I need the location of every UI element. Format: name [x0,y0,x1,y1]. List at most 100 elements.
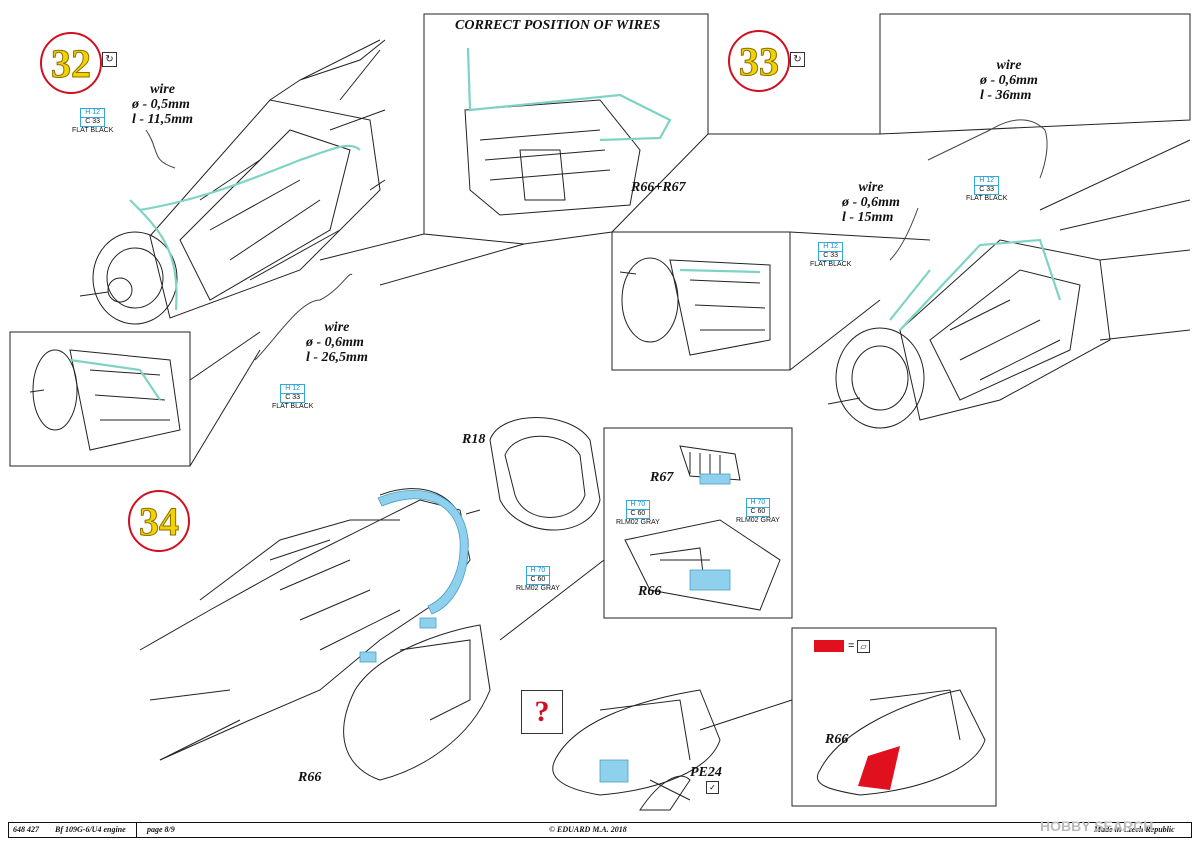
wire-title: wire [858,180,884,195]
paint-name: FLAT BLACK [72,127,114,134]
cowling-wire-drawing [464,99,641,216]
pe-cowl-outline [377,490,469,615]
decal-legend-equals: = [848,640,855,652]
footer-title: Bf 109G-6/U4 engine [55,825,126,834]
check-icon: ✓ [706,781,719,794]
wire-32-lower [129,199,178,311]
paint-code-h: H 70 [526,567,550,576]
wire-diameter: ø - 0,6mm [842,195,900,210]
step32-inset-panel [9,331,191,467]
wire-title: wire [324,320,350,335]
wire-diameter: ø - 0,5mm [132,97,190,112]
part-label-r66-inset: R66 [638,584,662,599]
step-32-number: 32 [51,40,92,86]
wire-note-33b: wire ø - 0,6mm l - 15mm [842,180,900,225]
wire-note-32a: wire ø - 0,5mm l - 11,5mm [132,82,193,127]
watermark: HOBBY SEARCH [1040,818,1154,834]
wire-length: l - 15mm [842,210,894,225]
wire-inset-32 [69,358,161,401]
wire-position-title: CORRECT POSITION OF WIRES [455,18,661,33]
paint-name: FLAT BLACK [272,403,314,410]
wire-title: wire [996,58,1022,73]
part-label-r66-r67: R66+R67 [631,180,686,195]
wire-position-panel [423,13,1191,245]
wire-correct-position [466,47,672,142]
paint-code-c: C 33 [285,394,301,401]
step33-inset-panel [611,231,791,371]
paint-name: RLM02 GRAY [616,519,660,526]
paint-code-h: H 70 [746,499,770,508]
paint-code-c: C 60 [750,508,766,515]
wire-inset-33 [679,268,761,274]
wire-length: l - 11,5mm [132,112,194,127]
engine-33-inset-drawing [619,257,771,356]
wire-length: l - 26,5mm [306,350,368,365]
part-label-r67: R67 [650,470,674,485]
wire-diameter: ø - 0,6mm [980,73,1038,88]
paint-name: RLM02 GRAY [736,517,780,524]
paint-code-c: C 33 [85,118,101,125]
paint-code-h: H 12 [819,243,843,252]
paint-code-c: C 60 [630,510,646,517]
footer-made-in: Made in Czech Republic [1094,825,1175,834]
paint-code-h: H 12 [281,385,305,394]
decal-detail-panel [791,627,997,807]
engine-32-drawing [79,39,386,325]
question-mark-box: ? [521,690,563,734]
r18-ring-drawing [489,417,601,531]
decal-icon: ▱ [857,640,870,653]
wire-33 [899,238,1062,331]
wire-note-32b: wire ø - 0,6mm l - 26,5mm [306,320,368,365]
part-label-r18: R18 [462,432,486,447]
decal-cowl-drawing [817,689,986,796]
paint-code-c: C 33 [979,186,995,193]
paint-name: FLAT BLACK [810,261,852,268]
wire-33-lower [889,269,931,321]
part-label-r66-decal: R66 [825,732,849,747]
pe-part-r67 [699,473,731,485]
r66-cowl-drawing [343,624,491,781]
step-33-number: 33 [739,38,780,84]
decal-red-area [858,746,900,790]
rotate-icon: ↻ [102,52,117,67]
paint-name: FLAT BLACK [966,195,1008,202]
pe-part-r66 [689,569,731,591]
question-mark-icon: ? [534,695,550,728]
wire-32 [139,144,361,212]
paint-code-h: H 70 [626,501,650,510]
step34-inset-panel [603,427,793,619]
wire-title: wire [150,82,175,97]
step-32-badge: 32 [40,32,102,94]
paint-code-h: H 12 [975,177,999,186]
pe-part-pe24 [599,759,629,783]
step-34-badge: 34 [128,490,190,552]
decal-legend-swatch [814,640,844,652]
paint-code-c: C 33 [823,252,839,259]
pe-clip-b [419,617,437,629]
paint-code-h: H 12 [81,109,105,118]
rotate-icon: ↻ [790,52,805,67]
part-label-r66: R66 [298,770,322,785]
footer-page: page 8/9 [147,825,175,834]
footer-divider [136,822,137,838]
r66-r67-inset-drawing [624,445,781,611]
footer-copyright: © EDUARD M.A. 2018 [549,825,627,834]
step-34-number: 34 [139,498,180,544]
paint-name: RLM02 GRAY [516,585,560,592]
step-33-badge: 33 [728,30,790,92]
engine-32-inset-drawing [29,349,181,451]
part-label-pe24: PE24 [690,765,722,780]
wire-note-33a: wire ø - 0,6mm l - 36mm [980,58,1038,103]
wire-length: l - 36mm [980,88,1032,103]
pe24-cowl-drawing [552,689,721,811]
wire-diameter: ø - 0,6mm [306,335,364,350]
engine-33-drawing [827,139,1191,429]
